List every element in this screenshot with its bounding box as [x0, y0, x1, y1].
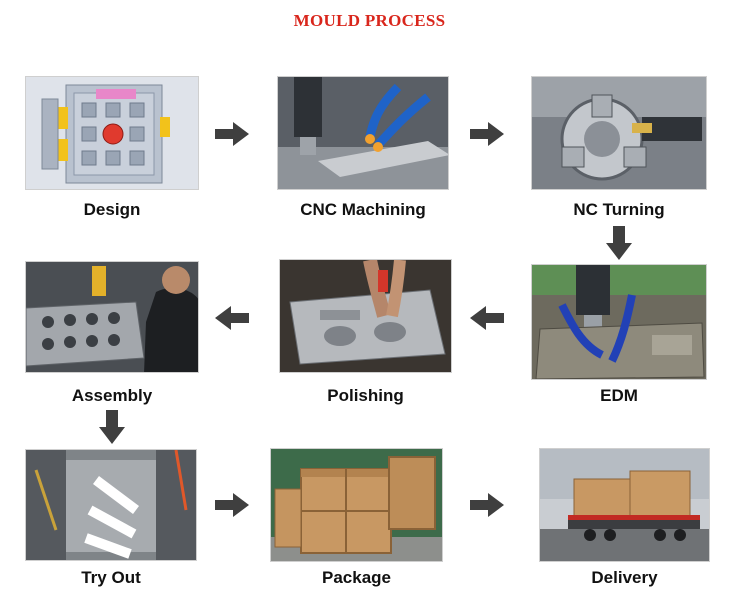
design-image — [25, 76, 199, 190]
arrow-down-icon — [99, 410, 125, 444]
polishing-image — [279, 259, 452, 373]
delivery-label: Delivery — [591, 568, 658, 587]
nc-turning-label: NC Turning — [573, 200, 665, 219]
cnc-machining-label: CNC Machining — [300, 200, 426, 219]
arrow-down-icon — [606, 226, 632, 260]
page-title: MOULD PROCESS — [293, 11, 446, 30]
design-label: Design — [83, 200, 141, 219]
try-out-label: Try Out — [81, 568, 141, 587]
arrow-right-icon — [470, 122, 504, 146]
polishing-label: Polishing — [327, 386, 404, 405]
arrow-right-icon — [215, 122, 249, 146]
assembly-label: Assembly — [71, 386, 153, 405]
package-image — [270, 448, 443, 562]
delivery-image — [539, 448, 710, 562]
edm-image — [531, 264, 707, 380]
arrow-right-icon — [470, 493, 504, 517]
try-out-image — [25, 449, 197, 561]
cnc-machining-image — [277, 76, 449, 190]
package-label: Package — [322, 568, 391, 587]
edm-label: EDM — [600, 386, 638, 405]
assembly-image — [25, 261, 199, 373]
arrow-left-icon — [470, 306, 504, 330]
arrow-right-icon — [215, 493, 249, 517]
nc-turning-image — [531, 76, 707, 190]
arrow-left-icon — [215, 306, 249, 330]
